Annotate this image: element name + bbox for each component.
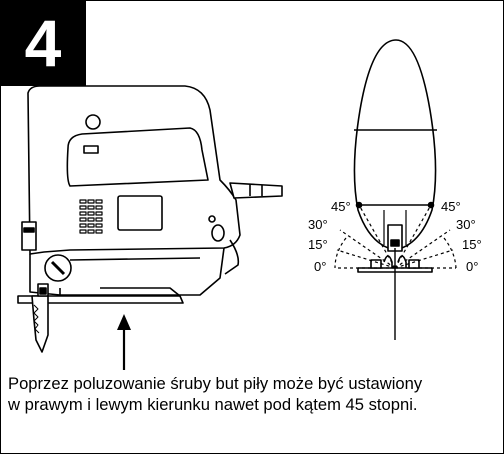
angle-left-45: 45°	[331, 199, 351, 214]
jigsaw-illustration: 45° 30° 15° 0° 45° 30° 15° 0°	[17, 39, 482, 370]
motor-label	[117, 195, 163, 231]
handle-opening	[66, 127, 209, 187]
front-body	[353, 39, 437, 251]
angle-right-30: 30°	[456, 217, 476, 232]
step-number-badge: 4	[0, 0, 86, 86]
shoe-plate	[17, 295, 184, 304]
ventilation-slots	[79, 199, 103, 234]
angle-right-15: 15°	[462, 237, 482, 252]
caption-line-2: w prawym i lewym kierunku nawet pod kąte…	[8, 395, 418, 414]
lock-button	[85, 114, 101, 130]
angle-left-30: 30°	[308, 217, 328, 232]
angle-right-45: 45°	[441, 199, 461, 214]
caption-line-1: Poprzez poluzowanie śruby but piły może …	[8, 374, 423, 393]
jigsaw-side-view	[17, 85, 283, 370]
saw-blade	[31, 295, 49, 353]
power-cord	[229, 182, 283, 199]
trigger-switch	[83, 145, 99, 154]
speed-knob	[211, 224, 225, 242]
step-number: 4	[24, 6, 62, 80]
bevel-angle-scale	[334, 204, 457, 269]
jigsaw-body	[27, 85, 241, 255]
angle-labels: 45° 30° 15° 0° 45° 30° 15° 0°	[308, 199, 482, 274]
screw-head	[208, 215, 216, 223]
angle-left-0: 0°	[314, 259, 326, 274]
front-guard	[21, 221, 37, 251]
instruction-caption: Poprzez poluzowanie śruby but piły może …	[8, 373, 500, 415]
angle-left-15: 15°	[308, 237, 328, 252]
jigsaw-front-view	[353, 39, 437, 340]
angle-right-0: 0°	[466, 259, 478, 274]
pointer-arrowhead	[117, 314, 131, 330]
